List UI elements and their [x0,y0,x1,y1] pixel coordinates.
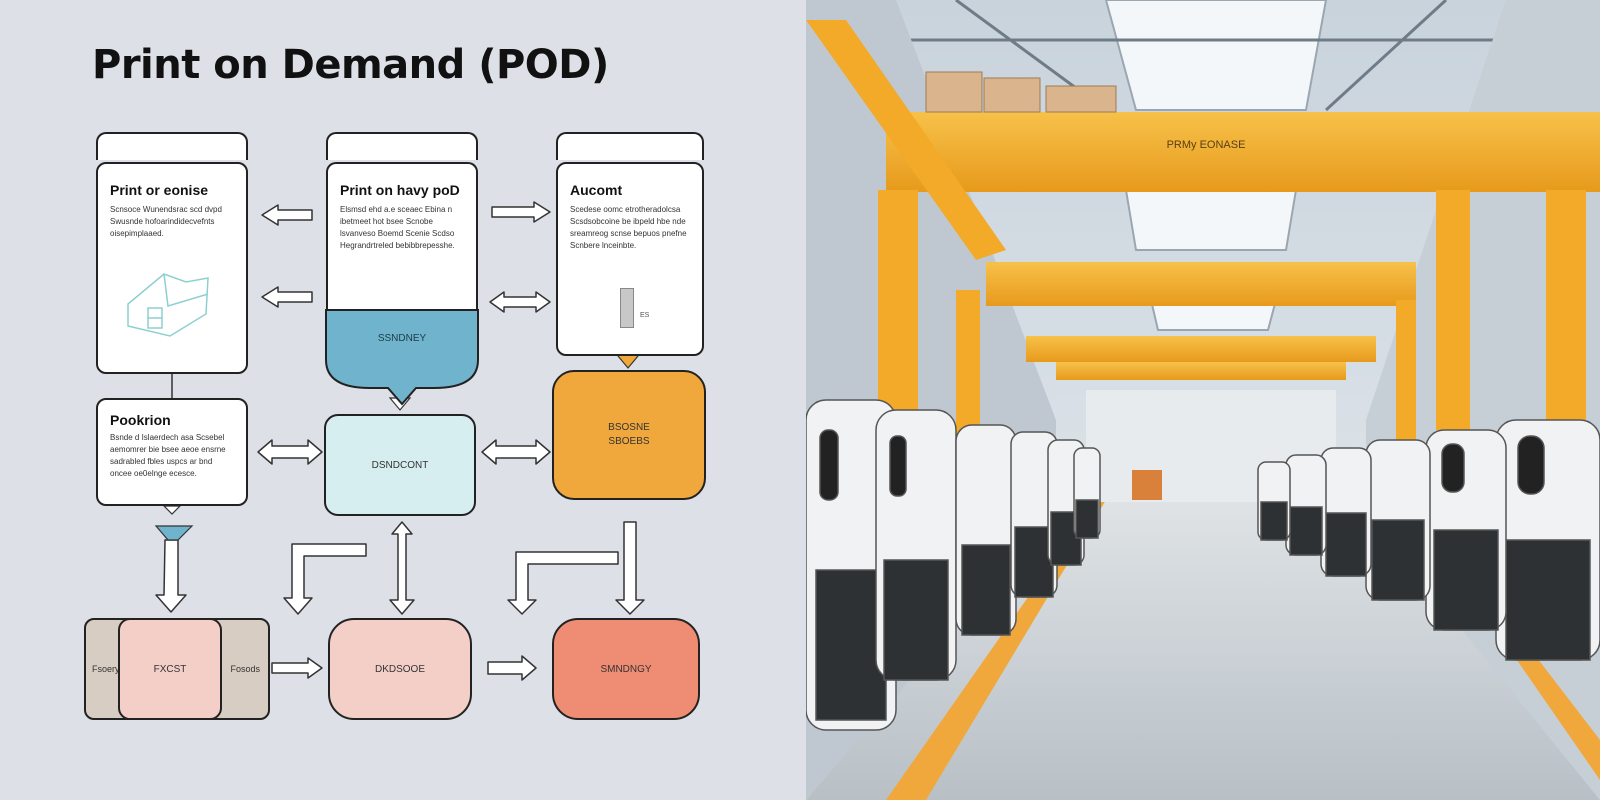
arrow-vertical-2 [389,521,415,615]
arrow-both-1 [489,291,551,313]
arrow-down-1 [155,539,187,613]
page-title: Print on Demand (POD) [92,42,609,88]
production-title: Pookrion [110,412,171,428]
node-orange: BSOSNE SBOEBS [552,370,706,500]
node-product-mid: FXCST [118,618,222,720]
pod-diagram-panel: Print on Demand (POD) [84,42,706,720]
node-center: DSNDCONT [324,414,476,516]
printer-row-right [1257,419,1600,661]
house-icon [127,273,209,337]
print-order-title: Print or eonise [110,182,209,198]
funnel-shape [154,525,194,541]
printer-row-left [806,399,1101,731]
arrow-both-2 [257,439,323,465]
stage-blue-label: SSNDNEY [377,333,427,344]
diagram-arrows [154,201,650,681]
arrow-right-2 [271,657,323,679]
arrow-elbow-1 [283,543,367,615]
factory-photo: PRMy EONASE [806,0,1600,800]
stage-blue-shape [325,309,479,406]
node-pink: DKDSOOE [328,618,472,720]
arrow-both-3 [481,439,551,465]
node-salmon: SMNDNGY [552,618,700,720]
arrow-elbow-2 [507,551,619,615]
print-order-card: Print or eonise Scnsoce Wunendsrac scd d… [96,162,248,374]
print-pod-text: Elsmsd ehd a.e sceaec Ebina n ibetmeet h… [340,205,455,250]
beam-sign: PRMy EONASE [1167,139,1246,151]
automation-text: Scedese oomc etrotheradolcsa Scsdsobcoin… [570,205,687,250]
arrow-left-1 [261,204,313,226]
automation-title: Aucomt [570,182,623,198]
arrow-down-3 [615,521,645,615]
production-text: Bsnde d Islaerdech asa Scsebel aemomrer … [110,433,226,478]
device-label: ES [640,312,650,319]
print-order-text: Scnsoce Wunendsrac scd dvpd Swusnde hofo… [110,205,222,238]
arrow-right-3 [487,655,537,681]
arrow-left-2 [261,286,313,308]
print-pod-title: Print on havy poD [340,182,460,198]
skylights [1104,0,1328,331]
print-pod-card: Print on havy poD Elsmsd ehd a.e sceaec … [326,162,478,312]
device-icon [620,288,634,328]
arrow-right-1 [491,201,551,223]
automation-card: Aucomt Scedese oomc etrotheradolcsa Scsd… [556,162,704,356]
production-card: Pookrion Bsnde d Islaerdech asa Scsebel … [96,398,248,506]
